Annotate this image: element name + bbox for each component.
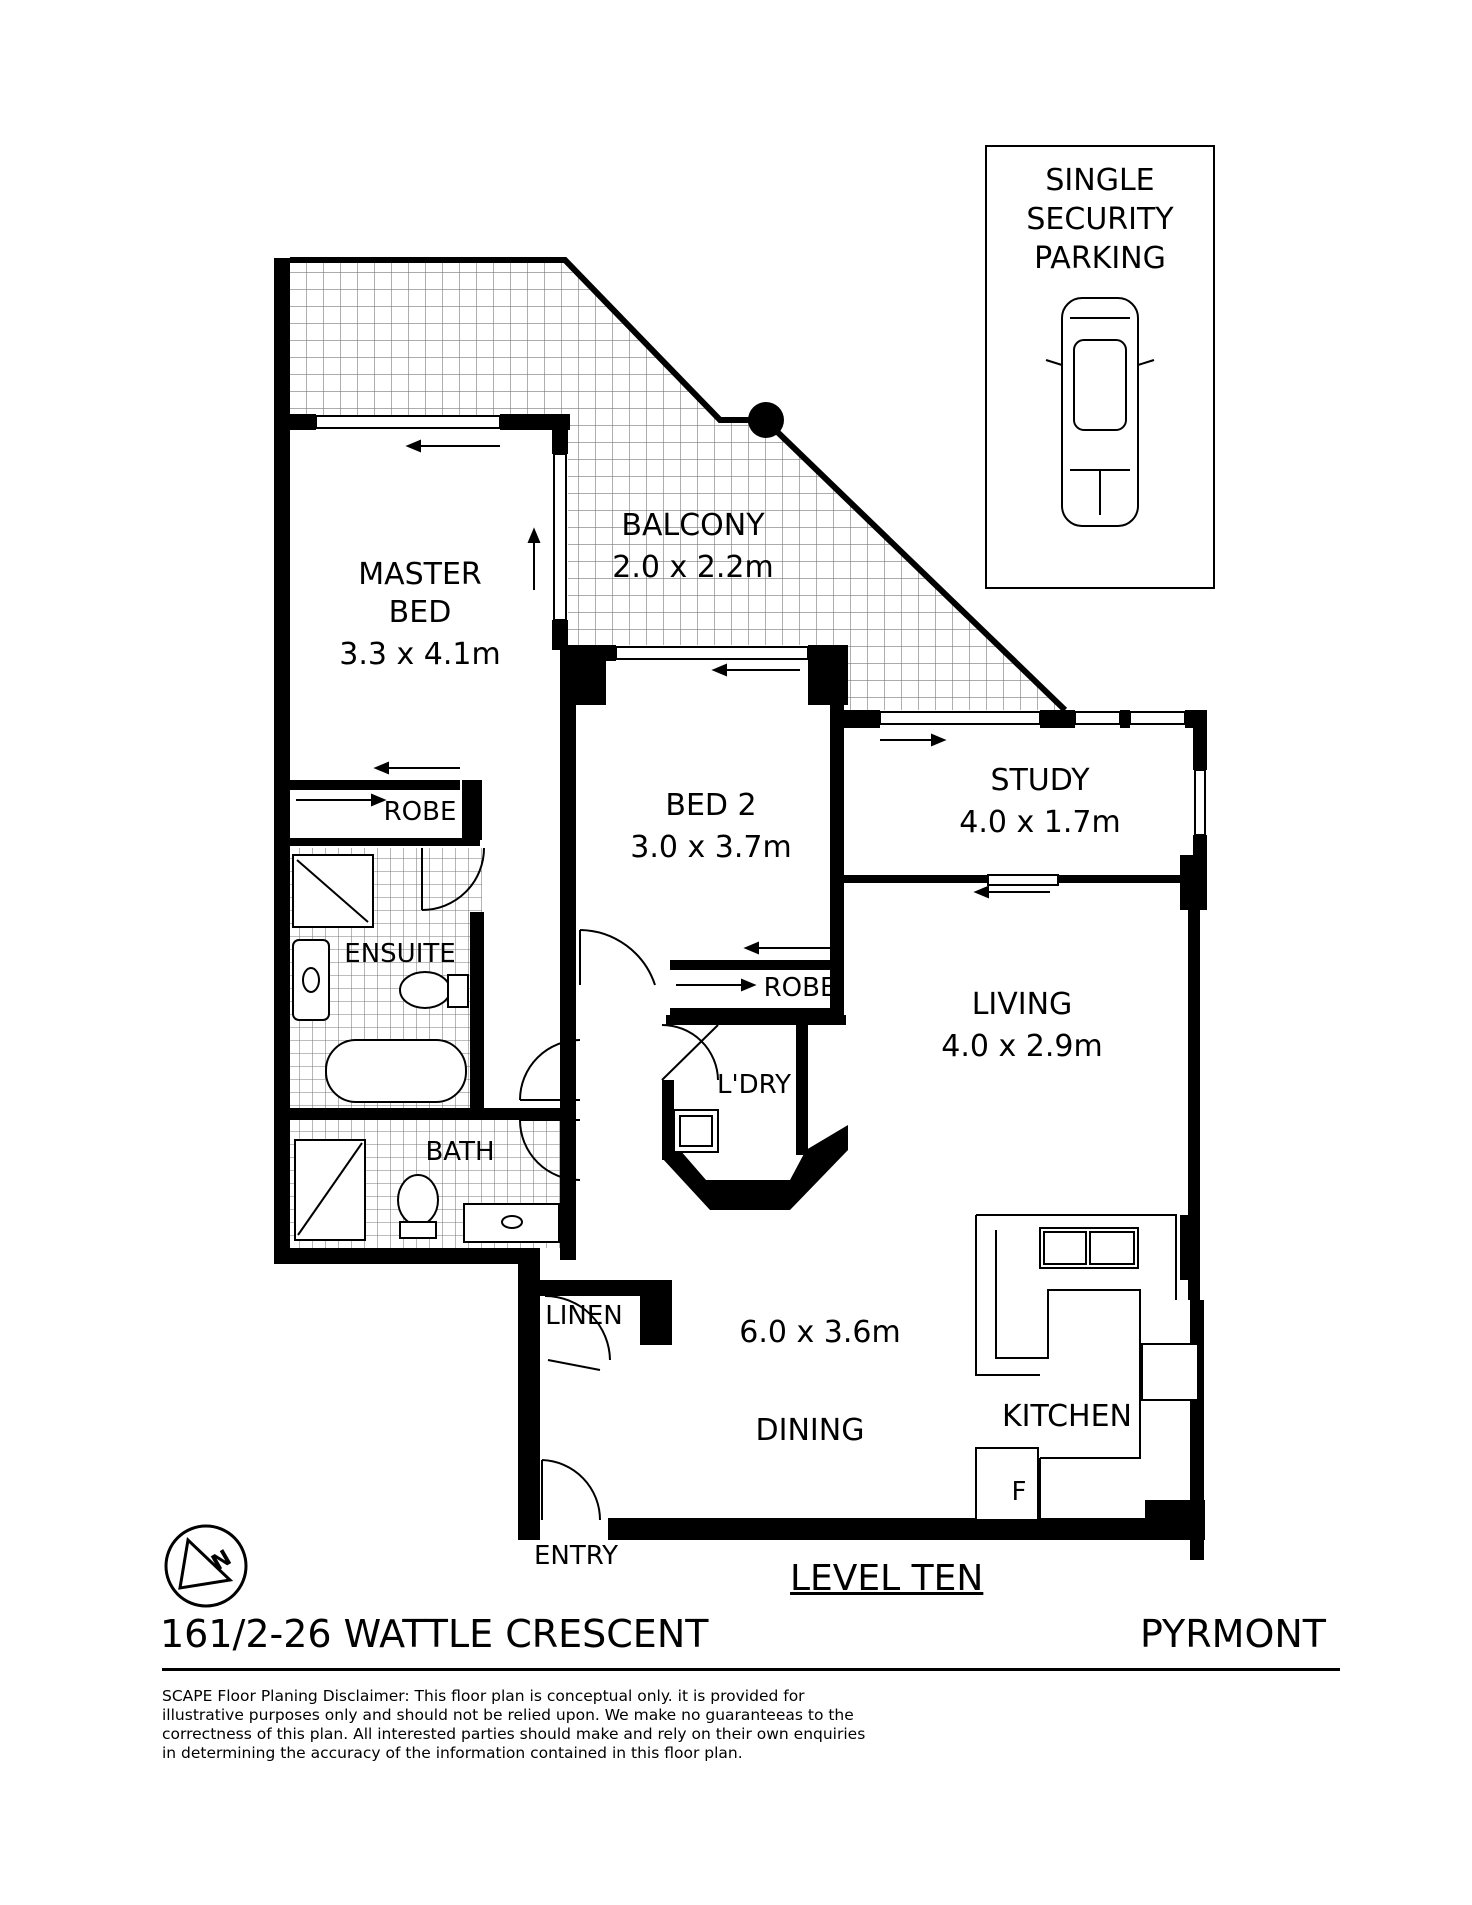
laundry-label: L'DRY	[717, 1070, 791, 1100]
robe-bed2-label: ROBE	[764, 973, 837, 1003]
suburb: PYRMONT	[1139, 1612, 1326, 1656]
north-arrow-icon: N	[164, 1524, 248, 1608]
balcony-balustrade	[290, 257, 1068, 713]
balcony-floor	[290, 260, 1065, 710]
master-bed-size: 3.3 x 4.1m	[339, 637, 500, 672]
balcony-label: BALCONY	[621, 508, 765, 543]
study-size: 4.0 x 1.7m	[959, 805, 1120, 840]
fixtures	[292, 854, 1199, 1521]
property-address: 161/2-26 WATTLE CRESCENT	[160, 1612, 709, 1656]
walls	[274, 258, 1207, 1560]
dining-size: 6.0 x 3.6m	[739, 1315, 900, 1350]
disclaimer-text: SCAPE Floor Planing Disclaimer: This flo…	[162, 1687, 866, 1762]
dining-label: DINING	[756, 1413, 865, 1448]
balcony-column	[748, 402, 784, 438]
footer-divider	[162, 1668, 1340, 1671]
bath-label: BATH	[425, 1137, 494, 1167]
entry-label: ENTRY	[534, 1541, 618, 1571]
bed2-size: 3.0 x 3.7m	[630, 830, 791, 865]
car-icon	[1045, 297, 1155, 527]
living-label: LIVING	[972, 987, 1073, 1022]
study-label: STUDY	[990, 763, 1090, 798]
fridge-label: F	[1012, 1477, 1027, 1507]
parking-line2: SECURITY	[1026, 202, 1174, 237]
ensuite-label: ENSUITE	[344, 939, 455, 969]
parking-line3: PARKING	[1034, 241, 1166, 276]
windows	[315, 415, 1206, 886]
balcony-size: 2.0 x 2.2m	[612, 550, 773, 585]
bed2-label: BED 2	[665, 788, 756, 823]
master-bed-label-2: BED	[389, 595, 452, 630]
kitchen-label: KITCHEN	[1002, 1399, 1132, 1434]
parking-line1: SINGLE	[1045, 163, 1154, 198]
kitchen-benches	[975, 1214, 1177, 1518]
master-bed-label-1: MASTER	[358, 557, 482, 592]
robe-master-label: ROBE	[384, 797, 457, 827]
door-swings	[421, 847, 719, 1521]
parking-box	[985, 145, 1215, 589]
sliding-door-arrows	[296, 439, 1050, 992]
level-title: LEVEL TEN	[790, 1558, 984, 1599]
linen-label: LINEN	[545, 1301, 622, 1331]
living-size: 4.0 x 2.9m	[941, 1029, 1102, 1064]
